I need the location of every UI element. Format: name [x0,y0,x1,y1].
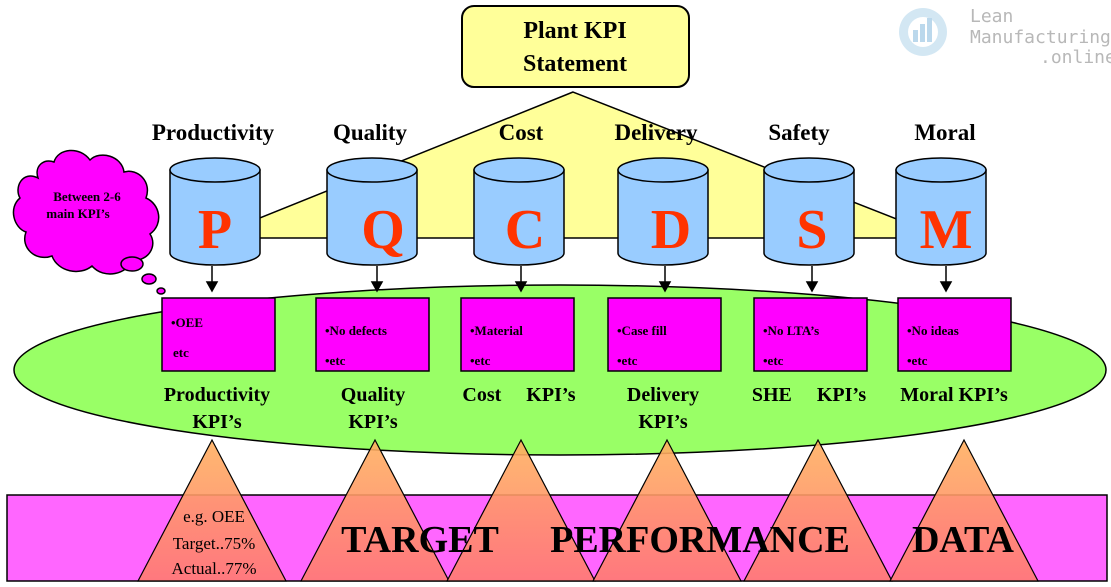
arrow-m [939,281,953,293]
cylinder-s: S [763,157,855,266]
arrow-c [514,281,528,293]
kpi-label-cost: Cost KPI’s [462,384,575,406]
cylinder-p: P [169,157,261,266]
target-triangle-d [592,438,742,582]
kpi-box-line-1: •No LTA’s [763,323,819,338]
kpi-box-line-1: •No defects [325,323,387,338]
thought-cloud: Between 2-6 main KPI’s [12,149,166,295]
kpi-label-delivery-2: KPI’s [638,411,687,433]
banner-word-performance: PERFORMANCE [550,519,850,561]
kpi-box-quality: •No defects •etc [315,297,430,372]
plant-kpi-statement: Plant KPI Statement [461,5,690,88]
kpi-box-line-2: •etc [470,353,491,368]
cylinder-d: D [617,157,709,266]
logo-line-3: .online [1040,47,1111,68]
title-safety: Safety [768,120,830,145]
kpi-box-delivery: •Case fill •etc [607,297,722,372]
logo-line-1: Lean [970,6,1013,27]
kpi-box-line-2: •etc [325,353,346,368]
kpi-box-line-1: •Case fill [617,323,667,338]
kpi-box-line-1: •No ideas [907,323,959,338]
kpi-label-quality-2: KPI’s [348,411,397,433]
letter-m: M [920,199,973,261]
kpi-label-quality-1: Quality [341,384,405,406]
target-triangles [137,438,1039,582]
example-line-1: e.g. OEE [183,507,245,526]
cylinder-q: Q [326,157,418,266]
kpi-box-safety: •No LTA’s •etc [753,297,868,372]
arrow-q [370,281,384,293]
cylinder-m: M [895,157,987,266]
kpi-label-she: SHE KPI’s [752,384,866,406]
kpi-box-line-2: etc [173,345,189,360]
banner-word-target: TARGET [341,519,499,561]
banner-words: TARGET PERFORMANCE DATA [341,519,1014,561]
kpi-box-line-2: •etc [763,353,784,368]
arrow-p [205,281,219,293]
title-productivity: Productivity [152,120,275,145]
target-triangle-q [300,438,450,582]
kpi-box-line-2: •etc [617,353,638,368]
cloud-line-2: main KPI’s [46,206,109,221]
title-quality: Quality [333,120,408,145]
target-triangle-m [889,438,1039,582]
target-triangle-p [137,438,287,582]
title-delivery: Delivery [614,120,698,145]
gear-icon [899,8,947,56]
statement-line-1: Plant KPI [523,18,626,44]
letter-q: Q [361,199,405,261]
example-line-2: Target..75% [173,534,256,553]
kpi-box-line-1: •Material [470,323,523,338]
oee-example: e.g. OEE Target..75% Actual..77% [172,507,257,578]
logo-line-2: Manufacturing [970,27,1111,48]
cloud-line-1: Between 2-6 [53,189,121,204]
kpi-label-productivity-1: Productivity [164,384,270,406]
example-line-3: Actual..77% [172,559,257,578]
category-titles: Productivity Quality Cost Delivery Safet… [152,120,976,145]
letter-c: C [505,199,545,261]
kpi-box-productivity: •OEE etc [161,297,276,372]
target-triangle-c [446,438,596,582]
statement-line-2: Statement [523,51,627,77]
title-moral: Moral [914,120,975,145]
title-cost: Cost [499,120,544,145]
kpi-box-line-1: •OEE [171,315,203,330]
letter-p: P [198,199,232,261]
kpi-label-delivery-1: Delivery [627,384,699,406]
kpi-box-moral: •No ideas •etc [897,297,1012,372]
arrow-s [805,281,819,293]
kpi-label-moral: Moral KPI’s [900,384,1008,406]
kpi-labels: Productivity KPI’s Quality KPI’s Cost KP… [164,384,1008,433]
kpi-box-line-2: •etc [907,353,928,368]
lean-manufacturing-logo: Lean Manufacturing .online [899,6,1111,68]
arrows [205,266,953,293]
target-triangle-s [743,438,893,582]
arrow-d [658,281,672,293]
cylinder-c: C [473,157,565,266]
kpi-box-cost: •Material •etc [460,297,575,372]
kpi-label-productivity-2: KPI’s [192,411,241,433]
banner-word-data: DATA [912,519,1015,561]
letter-s: S [796,199,827,261]
letter-d: D [651,199,691,261]
